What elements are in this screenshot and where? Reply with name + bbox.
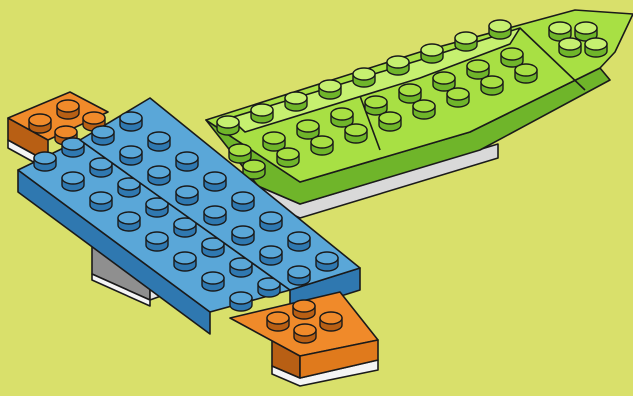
stud — [57, 100, 79, 119]
stud — [251, 104, 273, 123]
stud — [148, 132, 170, 151]
stud — [379, 112, 401, 131]
stud — [118, 212, 140, 231]
stud — [146, 232, 168, 251]
stud — [260, 212, 282, 231]
stud — [365, 96, 387, 115]
stud — [29, 114, 51, 133]
stud — [267, 312, 289, 331]
stud — [176, 152, 198, 171]
stud — [176, 186, 198, 205]
stud — [288, 232, 310, 251]
stud — [232, 192, 254, 211]
stud — [230, 292, 252, 311]
stud — [489, 20, 511, 39]
stud — [387, 56, 409, 75]
stud — [217, 116, 239, 135]
stud — [62, 172, 84, 191]
stud — [232, 226, 254, 245]
stud — [90, 192, 112, 211]
stud — [148, 166, 170, 185]
stud — [455, 32, 477, 51]
stud — [120, 112, 142, 131]
stud — [481, 76, 503, 95]
stud — [413, 100, 435, 119]
stud — [345, 124, 367, 143]
stud — [277, 148, 299, 167]
stud — [260, 246, 282, 265]
stud — [294, 324, 316, 343]
stud — [316, 252, 338, 271]
stud — [467, 60, 489, 79]
stud — [285, 92, 307, 111]
stud — [311, 136, 333, 155]
stud — [120, 146, 142, 165]
stud — [515, 64, 537, 83]
stud — [202, 272, 224, 291]
stud — [331, 108, 353, 127]
stud — [293, 300, 315, 319]
stud — [559, 38, 581, 57]
stud — [263, 132, 285, 151]
stud — [585, 38, 607, 57]
stud — [34, 152, 56, 171]
stud — [229, 144, 251, 163]
stud — [447, 88, 469, 107]
stud — [353, 68, 375, 87]
stud — [501, 48, 523, 67]
stud — [92, 126, 114, 145]
stud — [204, 206, 226, 225]
stud — [399, 84, 421, 103]
stud — [174, 252, 196, 271]
stud — [433, 72, 455, 91]
stud — [319, 80, 341, 99]
stud — [421, 44, 443, 63]
stud — [320, 312, 342, 331]
stud — [204, 172, 226, 191]
stud — [288, 266, 310, 285]
stud — [297, 120, 319, 139]
